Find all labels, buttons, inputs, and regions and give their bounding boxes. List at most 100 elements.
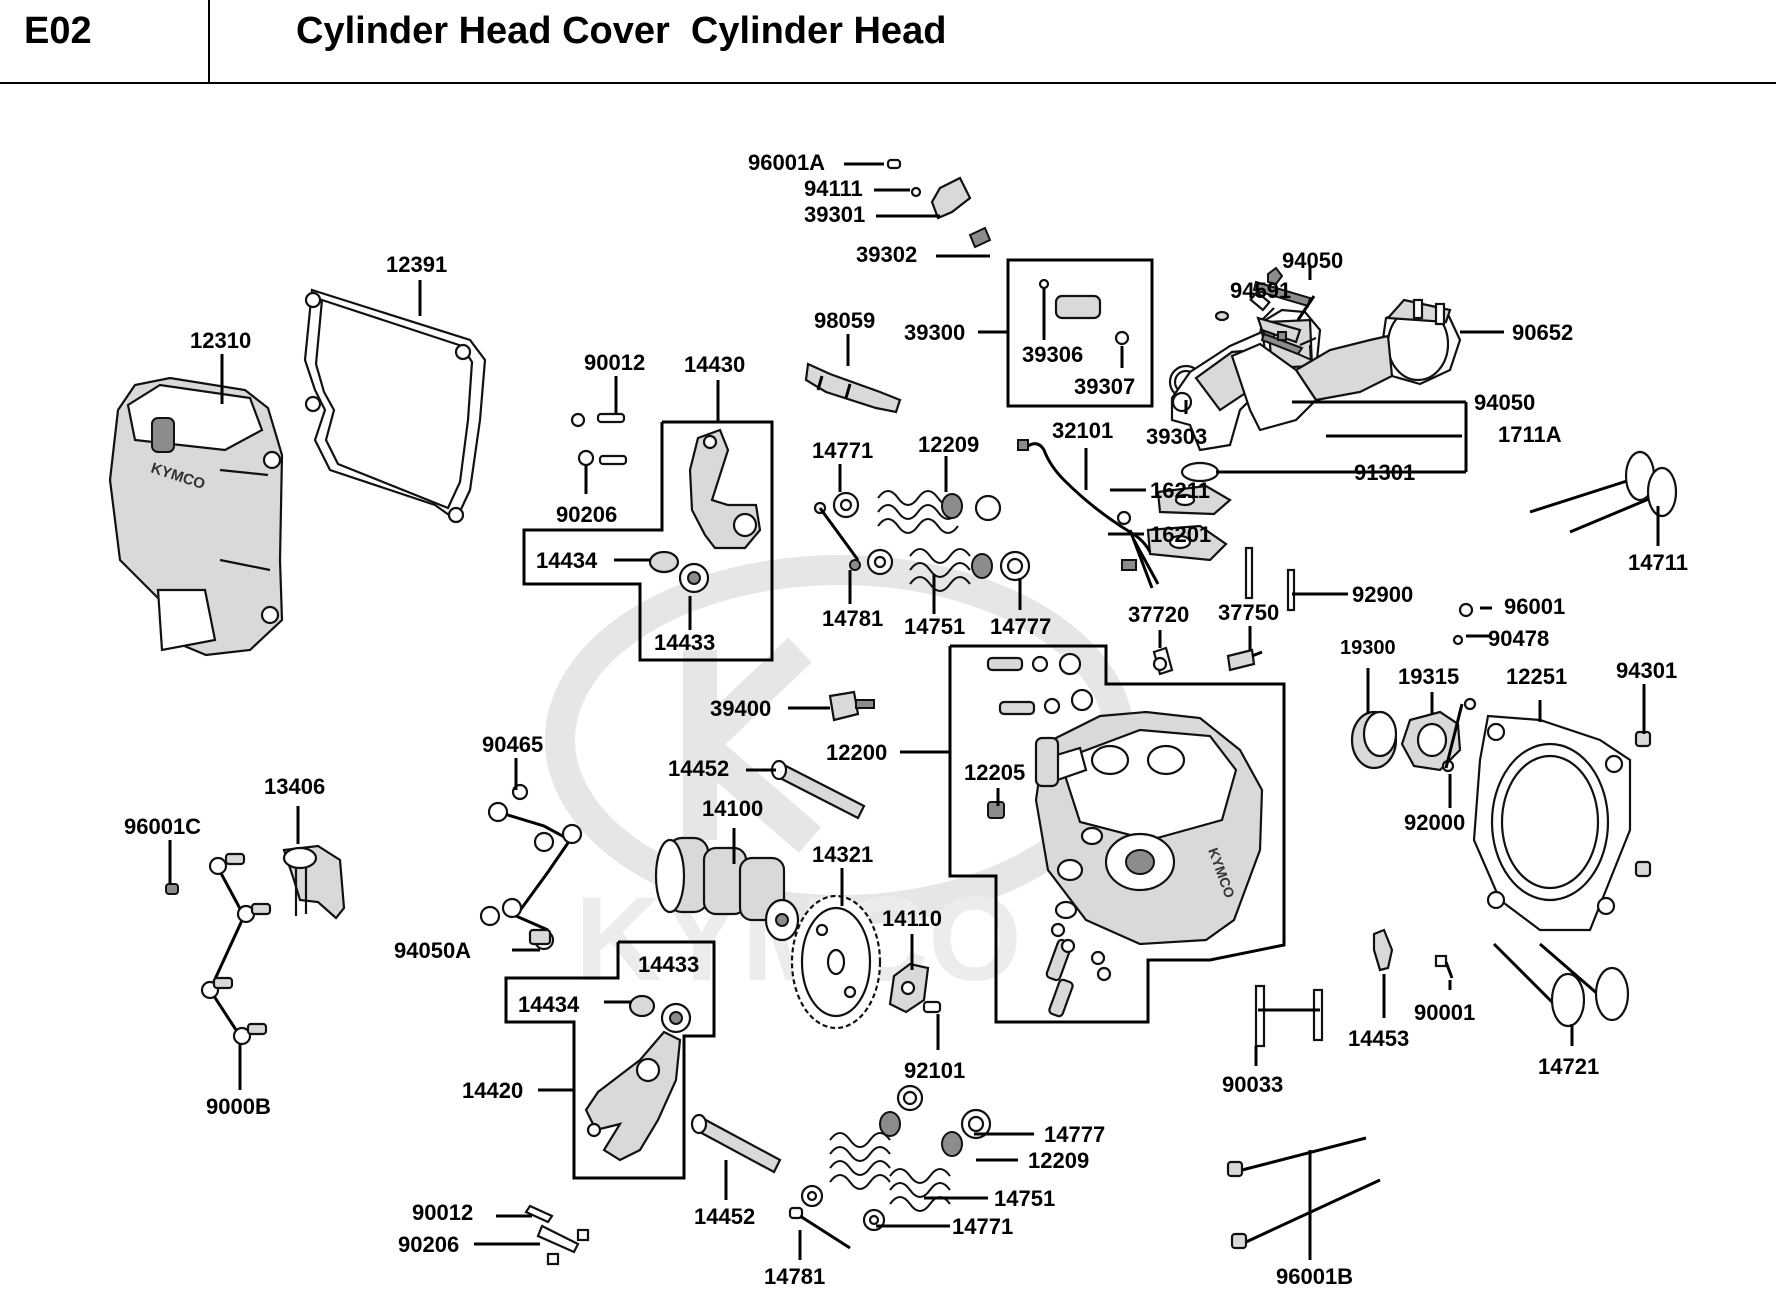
label-19315: 19315 [1398,664,1459,689]
label-12251: 12251 [1506,664,1567,689]
section-code: E02 [24,10,92,52]
label-9000B: 9000B [206,1094,271,1119]
label-92101: 92101 [904,1058,965,1083]
label-12209-bot: 12209 [1028,1148,1089,1173]
label-90206-bot: 90206 [398,1232,459,1257]
label-32101: 32101 [1052,418,1113,443]
label-12391: 12391 [386,252,447,277]
label-92900: 92900 [1352,582,1413,607]
label-14771-bot: 14771 [952,1214,1013,1239]
leader-lines [168,162,1660,1260]
stud-and-nut-parts-lower [524,1204,590,1266]
label-90652: 90652 [1512,320,1573,345]
label-12209-top: 12209 [918,432,979,457]
label-14452-top: 14452 [668,756,729,781]
label-1711A: 1711A [1498,422,1562,447]
bolt-96001C-part [165,883,179,895]
label-14110: 14110 [882,906,942,931]
oil-pipe-90465-part [479,783,583,951]
label-90001: 90001 [1414,1000,1475,1025]
label-14777-bot: 14777 [1044,1122,1105,1147]
label-39302: 39302 [856,242,917,267]
exhaust-valves-part [1492,942,1630,1028]
valve-springs-upper-parts [813,490,1031,592]
label-14430: 14430 [684,352,745,377]
long-bolts-part [1226,1136,1381,1250]
label-14420: 14420 [462,1078,523,1103]
label-39307: 39307 [1074,374,1135,399]
temperature-sensor-part [828,690,875,722]
label-90478: 90478 [1488,626,1549,651]
label-14721: 14721 [1538,1054,1599,1079]
sensor-parts [1152,646,1263,676]
label-12310: 12310 [190,328,251,353]
label-12205: 12205 [964,760,1025,785]
label-14434-top: 14434 [536,548,598,573]
hose-9000B-part [200,852,272,1046]
label-92000: 92000 [1404,810,1465,835]
label-19300: 19300 [1340,637,1396,659]
label-39300: 39300 [904,320,965,345]
label-96001A: 96001A [748,150,825,175]
label-39400: 39400 [710,696,771,721]
label-94050A: 94050A [394,938,471,963]
label-14771-top: 14771 [812,438,873,463]
wire-harness-part [1017,439,1160,585]
throttle-body-part [1230,280,1462,432]
head-cover-gasket-part [303,288,487,524]
label-90012-top: 90012 [584,350,645,375]
label-14751-bot: 14751 [994,1186,1055,1211]
label-14100: 14100 [702,796,763,821]
label-14453: 14453 [1348,1026,1409,1051]
label-16201: 16201 [1150,522,1211,547]
cylinder-head-cover-part: KYMCO [108,376,284,657]
bracket-13406-part [282,844,346,920]
label-94591: 94591 [1230,278,1291,303]
spark-plug-part [804,362,902,414]
cam-sprocket-part [790,894,882,1030]
label-14777-top: 14777 [990,614,1051,639]
label-37720: 37720 [1128,602,1189,627]
label-14452-bot: 14452 [694,1204,755,1229]
camshaft-part [654,836,800,942]
stud-and-nut-parts-upper [570,412,628,467]
label-14781-top: 14781 [822,606,883,631]
rocker-shaft-upper-part [770,759,866,820]
label-94111: 94111 [804,176,863,201]
rocker-arm-lower-part [584,994,692,1162]
label-94301: 94301 [1616,658,1677,683]
label-13406: 13406 [264,774,325,799]
label-14433-top: 14433 [654,630,715,655]
tensioner-part [888,962,942,1014]
label-14321: 14321 [812,842,873,867]
thermostat-parts [1350,602,1477,773]
label-98059: 98059 [814,308,875,333]
label-39301: 39301 [804,202,865,227]
rocker-shaft-lower-part [690,1113,782,1174]
label-96001: 96001 [1504,594,1565,619]
guide-plate-part [1372,928,1394,972]
label-14751-top: 14751 [904,614,965,639]
page-header: E02 Cylinder Head Cover Cylinder Head [0,0,1776,84]
label-39306: 39306 [1022,342,1083,367]
part-number-labels: 96001A 94111 39301 39302 39300 39306 393… [124,150,1688,1289]
label-96001C: 96001C [124,814,201,839]
box-rocker-lower [504,940,716,1180]
label-90012-bot: 90012 [412,1200,473,1225]
label-94050-top: 94050 [1282,248,1343,273]
label-14433-bot: 14433 [638,952,699,977]
cylinder-head-gasket-part [1472,714,1652,932]
label-90033: 90033 [1222,1072,1283,1097]
page-title: Cylinder Head Cover Cylinder Head [296,10,947,52]
box-rocker-upper [522,420,774,662]
rocker-arm-upper-part [648,428,762,594]
label-14781-bot: 14781 [764,1264,825,1289]
box-cylinder-head-outline [948,644,1286,1024]
cylinder-head-part: KYMCO [986,652,1264,1018]
label-39303: 39303 [1146,424,1207,449]
bolt-90001-part [1434,954,1454,979]
label-16211: 16211 [1150,478,1210,503]
label-91301: 91301 [1354,460,1415,485]
header-divider [208,0,210,84]
